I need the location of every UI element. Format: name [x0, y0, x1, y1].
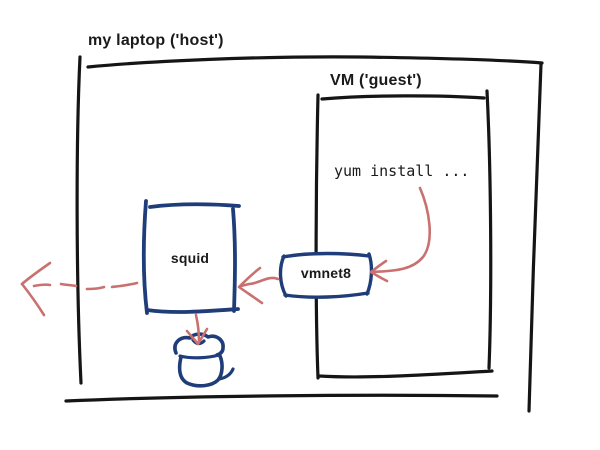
host-box [64, 55, 544, 413]
arrow-vmnet8-to-squid [237, 266, 280, 305]
cache-bucket-icon [173, 332, 235, 388]
guest-label: VM ('guest') [330, 72, 422, 89]
arrow-yum-to-vmnet8 [369, 186, 431, 283]
host-label: my laptop ('host') [88, 32, 224, 49]
squid-label: squid [170, 250, 210, 266]
arrow-squid-to-internet [20, 261, 139, 317]
command-text: yum install ... [334, 162, 470, 180]
arrow-squid-to-cache [185, 313, 209, 346]
squid-box [141, 199, 241, 315]
vmnet8-label: vmnet8 [300, 265, 352, 281]
vm-box [314, 89, 494, 380]
vmnet8-box [278, 251, 374, 299]
